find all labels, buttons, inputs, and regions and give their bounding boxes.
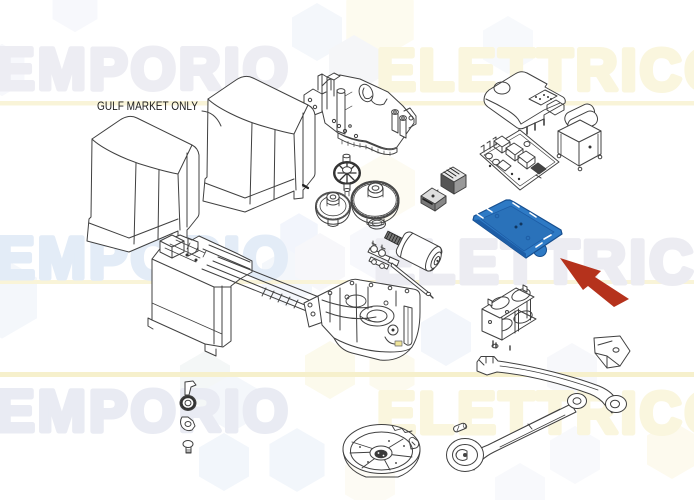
svg-text:GULF MARKET ONLY: GULF MARKET ONLY xyxy=(97,100,198,113)
svg-text:ELETTRICO: ELETTRICO xyxy=(377,381,694,446)
svg-text:EMPORIO: EMPORIO xyxy=(0,379,291,444)
